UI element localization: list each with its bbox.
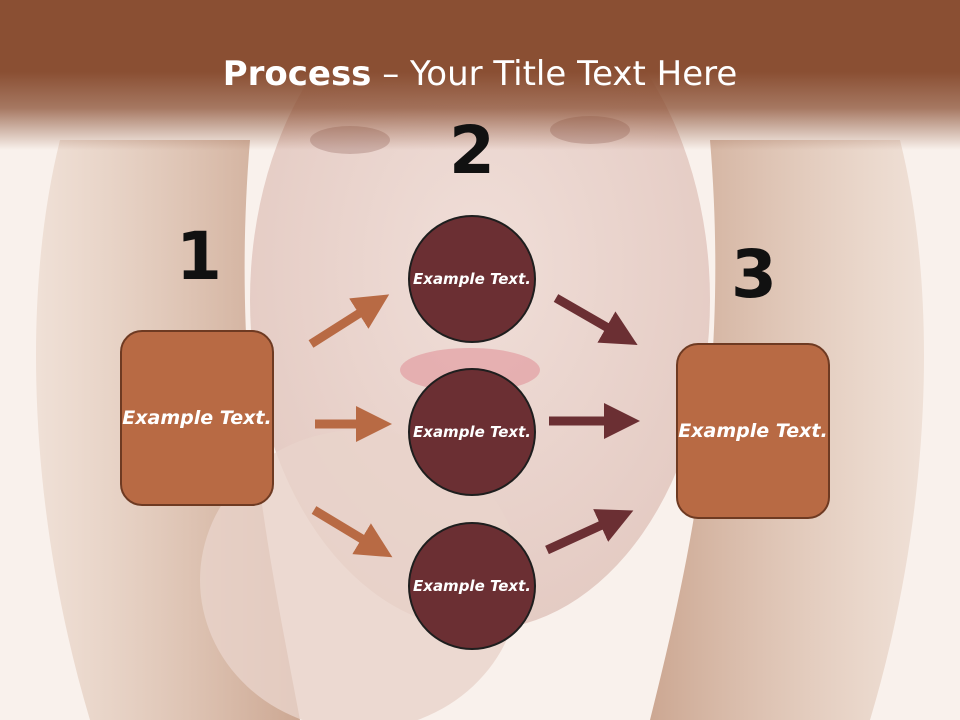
step-3-box: Example Text.	[676, 343, 830, 519]
arrow-top-to-3	[553, 294, 638, 345]
step-2-text-middle: Example Text.	[413, 422, 531, 441]
title-band	[0, 0, 960, 150]
step-number-3: 3	[731, 236, 777, 313]
arrow-1-to-top	[308, 294, 390, 348]
step-number-1: 1	[176, 218, 222, 295]
slide-title: Process – Your Title Text Here	[0, 52, 960, 96]
step-3-text: Example Text.	[678, 419, 828, 442]
title-bold: Process	[222, 54, 372, 94]
arrow-1-to-bottom	[311, 506, 393, 558]
step-number-2: 2	[449, 112, 495, 189]
arrow-bottom-to-3	[545, 509, 634, 555]
step-2-circle-middle: Example Text.	[408, 368, 536, 496]
title-rest: – Your Title Text Here	[371, 54, 738, 94]
step-2-circle-top: Example Text.	[408, 215, 536, 343]
step-2-circle-bottom: Example Text.	[408, 522, 536, 650]
step-1-text: Example Text.	[122, 406, 272, 429]
step-2-text-top: Example Text.	[413, 269, 531, 288]
step-1-box: Example Text.	[120, 330, 274, 506]
step-2-text-bottom: Example Text.	[413, 576, 531, 595]
